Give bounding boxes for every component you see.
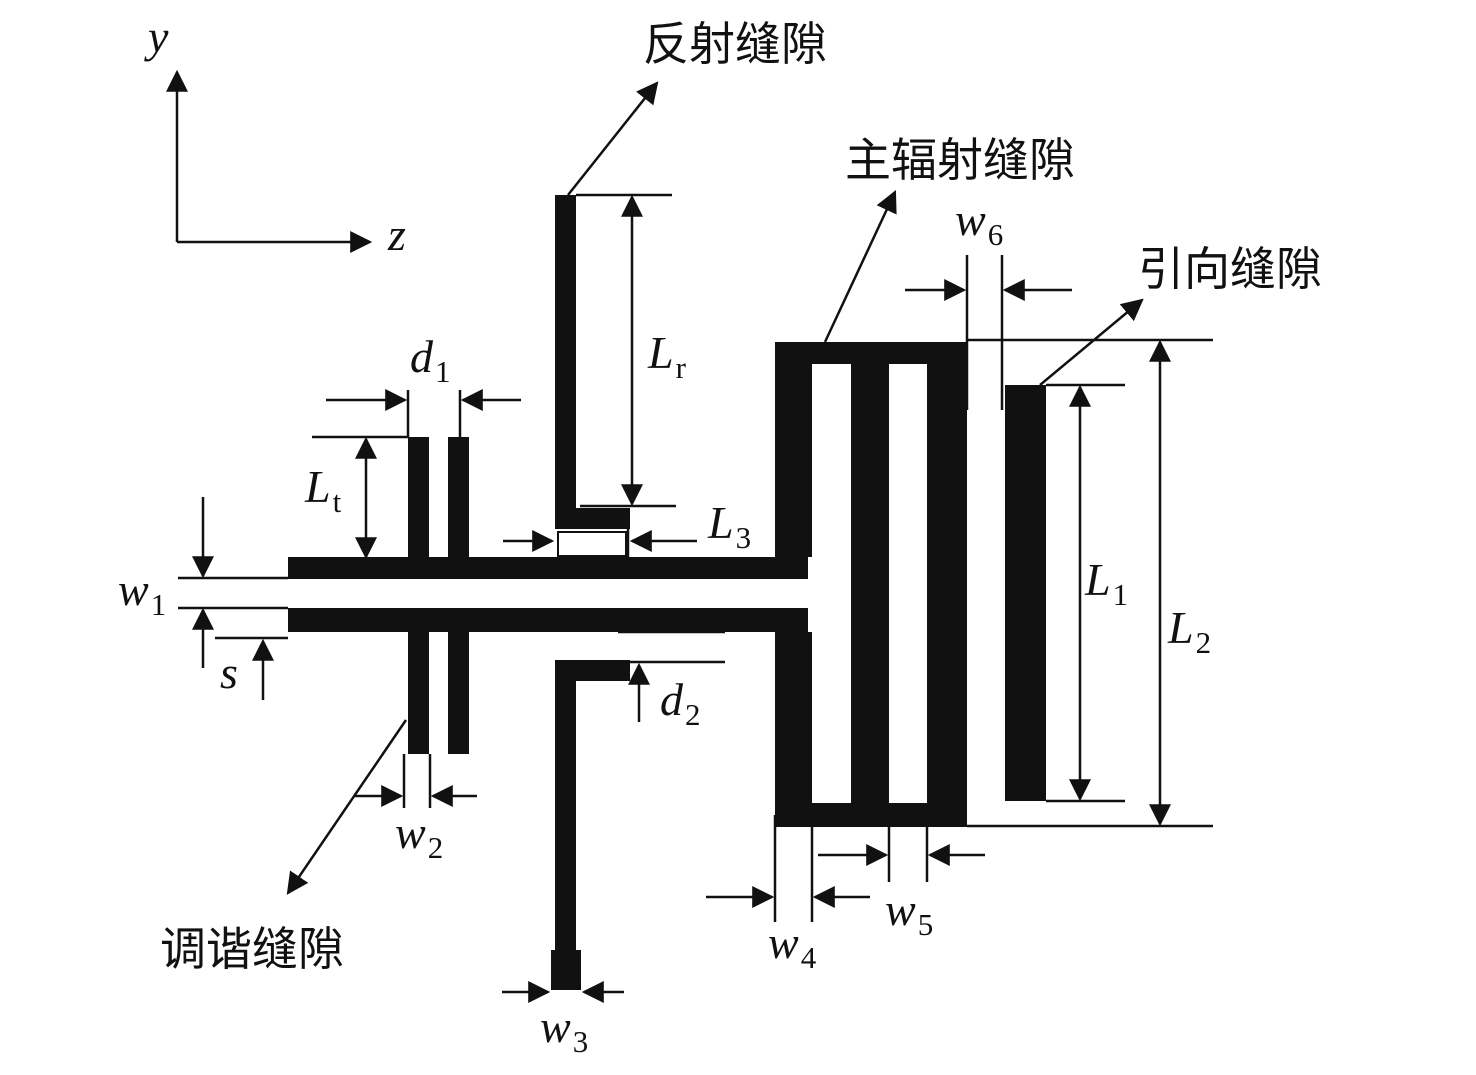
reflector-bottom-vertical: [555, 660, 576, 990]
tuning-stub-top-b: [448, 437, 469, 557]
w2-label: w2: [395, 807, 443, 865]
director-leader: [1039, 298, 1144, 386]
feed-strip-top: [288, 557, 808, 579]
slot-cutouts: [558, 365, 925, 802]
w6-label: w6: [955, 194, 1003, 252]
main-slot-1: [813, 365, 849, 802]
tuning-stub-bottom-a: [408, 632, 429, 754]
w5-label: w5: [885, 884, 933, 942]
main-inner-bar-1: [851, 342, 889, 827]
d1-label: d1: [410, 331, 451, 389]
d2-label: d2: [660, 674, 701, 732]
tuning-stub-top-a: [408, 437, 429, 557]
lr-label: Lr: [647, 327, 687, 385]
s-label: s: [220, 647, 238, 698]
main-inner-bar-2: [927, 342, 967, 827]
tuning-stub-bottom-b: [448, 632, 469, 754]
main-radiating-slot-label: 主辐射缝隙: [845, 133, 1075, 187]
dimension-lines: [178, 81, 1213, 1003]
reflector-top-foot: [555, 508, 630, 529]
main-left-bar-bottom: [775, 632, 812, 827]
reflector-slot-label: 反射缝隙: [643, 17, 827, 71]
w3-label: w3: [540, 1001, 588, 1059]
l2-label: L2: [1167, 602, 1211, 660]
tuning-slot-label: 调谐缝隙: [160, 922, 344, 976]
reflector-top-vertical: [555, 195, 576, 515]
lt-label: Lt: [304, 461, 342, 519]
reflector-leader: [567, 81, 659, 196]
metal-layout: [288, 195, 1046, 990]
director-strip: [1005, 385, 1046, 801]
reflector-bottom-tab: [551, 950, 581, 990]
y-axis-label: y: [144, 11, 169, 62]
main-slot-leader: [823, 190, 897, 343]
reflector-slot-outline: [557, 531, 627, 557]
director-slot-label: 引向缝隙: [1138, 242, 1322, 296]
z-axis-label: z: [387, 209, 406, 260]
l1-label: L1: [1084, 554, 1128, 612]
feed-strip-bottom: [288, 608, 808, 632]
w1-label: w1: [118, 564, 166, 622]
main-left-bar-top: [775, 342, 812, 557]
main-slot-2: [891, 365, 925, 802]
tuning-leader: [286, 719, 408, 895]
coordinate-axes: y z: [144, 11, 406, 260]
reflector-slot-gap: [558, 532, 626, 556]
w4-label: w4: [768, 917, 817, 975]
l3-label: L3: [707, 497, 751, 555]
